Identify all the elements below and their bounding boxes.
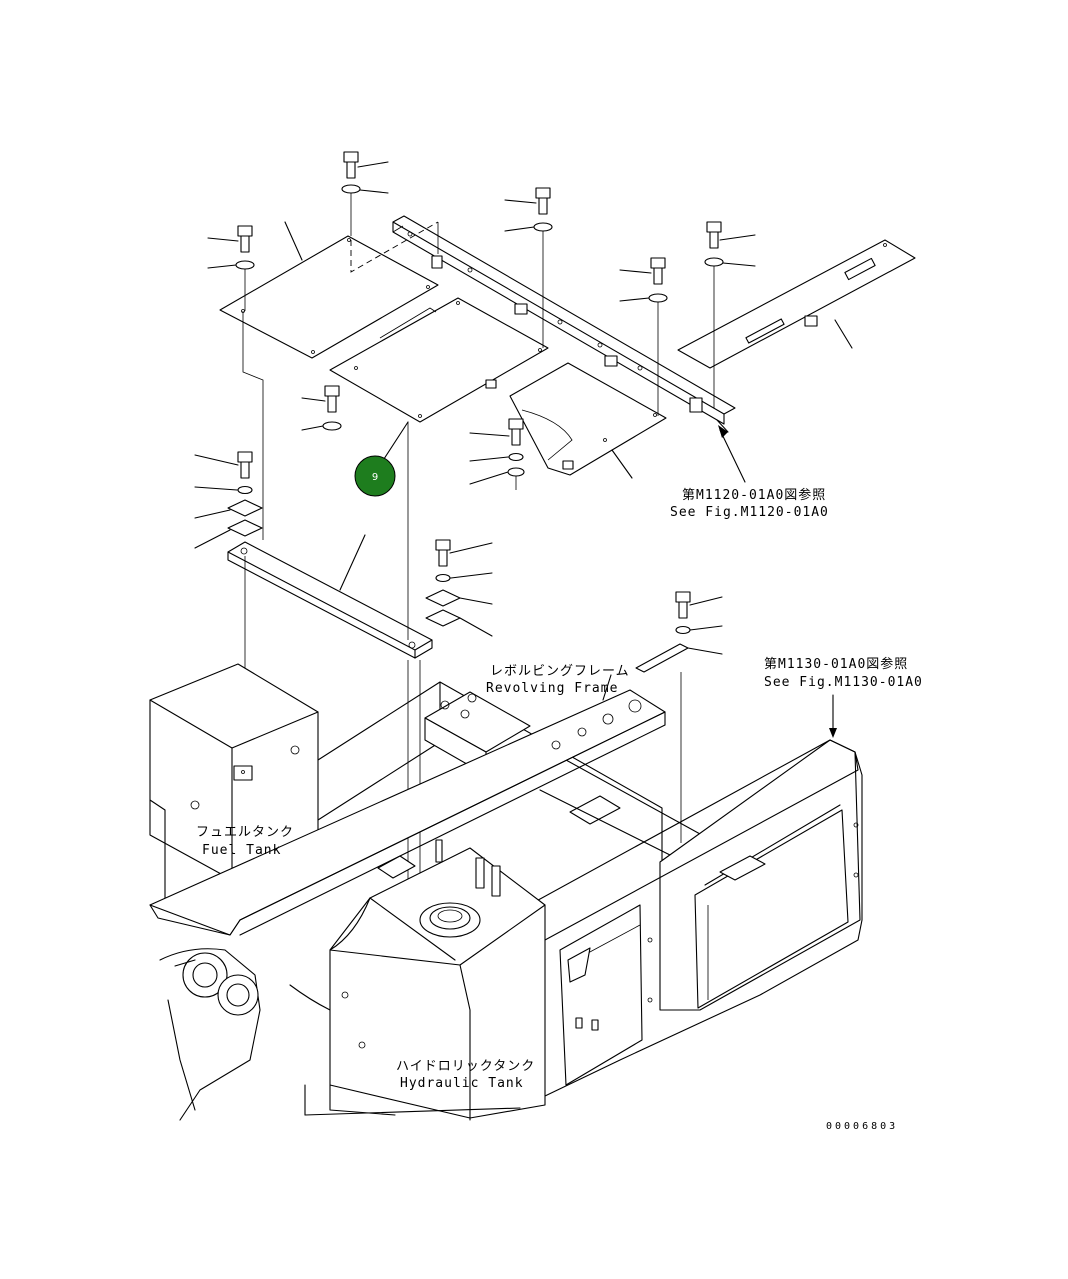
label-ref-m1120: 第M1120-01A0図参照 See Fig.M1120-01A0 [670,487,829,520]
top-rail [392,215,736,433]
main-diagonal-beam [149,689,666,936]
label-fuel-tank: フュエルタンク Fuel Tank [196,825,294,858]
right-frame [519,739,863,1109]
bolt-set-far-right [635,591,723,843]
ref-m1120-jp: 第M1120-01A0図参照 [682,487,826,503]
leader-lines [284,221,853,738]
ref-m1130-jp: 第M1130-01A0図参照 [764,656,908,672]
bolt-set-5 [619,257,668,416]
label-ref-m1130: 第M1130-01A0図参照 See Fig.M1130-01A0 [764,656,923,690]
bolt-set-right-stack [425,539,493,637]
alignment-lines [242,311,746,880]
bolt-set-2 [504,187,553,348]
cover-plate-center [329,297,549,423]
bolt-set-4 [704,221,756,408]
dashed-guide [350,221,439,273]
drawing-code: 00006803 [826,1121,898,1132]
label-hydraulic-tank: ハイドロリックタンク Hydraulic Tank [396,1059,535,1091]
callout-badge[interactable]: 9 [354,455,396,497]
callout-number: 9 [372,472,378,483]
right-long-plate [677,239,916,369]
label-revolving-frame: レボルビングフレーム Revolving Frame [486,664,630,696]
revolving-frame-en: Revolving Frame [486,681,618,696]
ref-m1130-en: See Fig.M1130-01A0 [764,675,923,690]
bottom-ground-line [304,1107,521,1116]
cross-beam [227,534,433,659]
bolt-set-3 [207,225,255,311]
left-arm-bosses [159,948,331,1121]
hydraulic-tank [329,839,546,1121]
cover-plate-right-lower [509,362,667,476]
bolt-set-1 [341,151,389,236]
cover-plate-left [219,235,439,359]
revolving-frame-jp: レボルビングフレーム [490,664,630,679]
bolt-set-6 [301,385,342,431]
hydraulic-tank-en: Hydraulic Tank [400,1076,524,1091]
fuel-tank-jp: フュエルタンク [196,825,294,840]
fuel-tank-en: Fuel Tank [202,843,281,858]
bolt-set-left-stack [194,451,263,549]
ref-m1120-en: See Fig.M1120-01A0 [670,505,829,520]
fuel-tank [149,663,319,901]
hydraulic-tank-jp: ハイドロリックタンク [396,1059,535,1074]
bolt-set-7 [469,418,525,490]
